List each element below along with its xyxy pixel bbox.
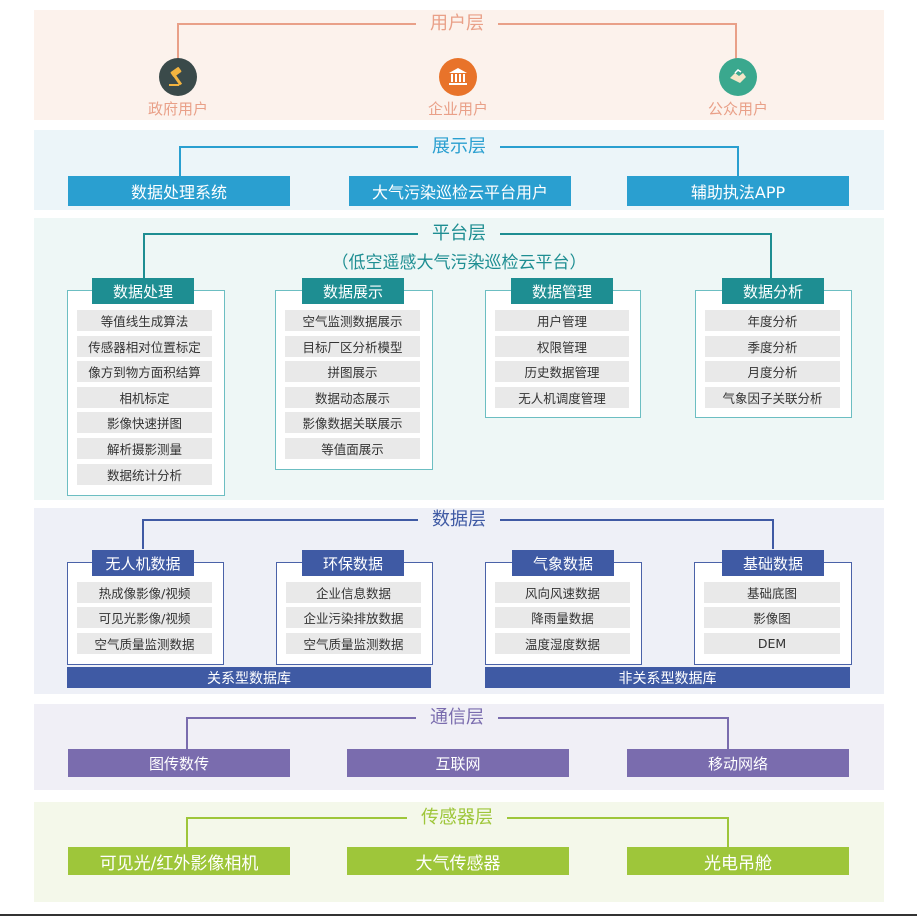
gavel-icon	[159, 58, 197, 96]
relational-db-bar: 关系型数据库	[67, 667, 431, 688]
module-item: 无人机调度管理	[495, 387, 629, 408]
display-item-enforcement-app: 辅助执法APP	[627, 176, 849, 206]
module-item: 像方到物方面积结算	[77, 361, 212, 382]
sensor-item-camera: 可见光/红外影像相机	[68, 847, 290, 875]
user-layer-panel: 用户层 政府用户 企业用户 公众用户	[34, 10, 884, 120]
comm-connector-right	[727, 717, 729, 749]
module-env-data-title: 环保数据	[302, 550, 404, 576]
sensor-layer-title: 传感器层	[407, 806, 507, 830]
module-uav-data-title: 无人机数据	[92, 550, 194, 576]
comm-layer-title: 通信层	[416, 706, 498, 730]
platform-connector-left	[143, 233, 145, 278]
module-data-analysis-title: 数据分析	[722, 278, 824, 304]
module-item: 温度湿度数据	[495, 633, 630, 654]
sensor-item-pod: 光电吊舱	[627, 847, 849, 875]
gov-user-label: 政府用户	[147, 100, 208, 118]
display-item-data-processing: 数据处理系统	[68, 176, 290, 206]
comm-item-mobile: 移动网络	[627, 749, 849, 777]
module-item: 空气监测数据展示	[285, 310, 420, 331]
module-item: 月度分析	[705, 361, 840, 382]
sensor-layer-panel: 传感器层 可见光/红外影像相机 大气传感器 光电吊舱	[34, 802, 884, 902]
display-layer-title: 展示层	[418, 135, 500, 159]
platform-layer-panel: 平台层 （低空遥感大气污染巡检云平台） 数据处理 等值线生成算法 传感器相对位置…	[34, 218, 884, 500]
user-connector-right	[735, 23, 737, 68]
display-connector-left	[179, 146, 181, 176]
data-connector-right	[772, 519, 774, 549]
module-item: 季度分析	[705, 336, 840, 357]
user-connector-left	[177, 23, 179, 68]
module-item: 空气质量监测数据	[286, 633, 421, 654]
module-item: 基础底图	[704, 582, 840, 603]
bank-icon	[439, 58, 477, 96]
module-item: DEM	[704, 633, 840, 654]
module-base-data-title: 基础数据	[722, 550, 824, 576]
public-user-label: 公众用户	[707, 100, 768, 118]
display-layer-panel: 展示层 数据处理系统 大气污染巡检云平台用户 辅助执法APP	[34, 130, 884, 210]
module-item: 降雨量数据	[495, 607, 630, 628]
data-layer-title: 数据层	[418, 508, 500, 532]
platform-connector-right	[770, 233, 772, 278]
module-item: 影像快速拼图	[77, 412, 212, 433]
module-item: 企业污染排放数据	[286, 607, 421, 628]
module-item: 拼图展示	[285, 361, 420, 382]
module-item: 热成像影像/视频	[77, 582, 212, 603]
comm-item-link: 图传数传	[68, 749, 290, 777]
module-item: 年度分析	[705, 310, 840, 331]
module-item: 历史数据管理	[495, 361, 629, 382]
module-item: 相机标定	[77, 387, 212, 408]
module-item: 用户管理	[495, 310, 629, 331]
module-item: 空气质量监测数据	[77, 633, 212, 654]
module-item: 传感器相对位置标定	[77, 336, 212, 357]
module-item: 影像图	[704, 607, 840, 628]
display-connector-right	[737, 146, 739, 176]
module-item: 权限管理	[495, 336, 629, 357]
module-item: 企业信息数据	[286, 582, 421, 603]
module-item: 目标厂区分析模型	[285, 336, 420, 357]
module-item: 影像数据关联展示	[285, 412, 420, 433]
data-layer-panel: 数据层 无人机数据 热成像影像/视频 可见光影像/视频 空气质量监测数据 环保数…	[34, 508, 884, 694]
module-item: 数据动态展示	[285, 387, 420, 408]
module-item: 解析摄影测量	[77, 438, 212, 459]
module-weather-data-title: 气象数据	[512, 550, 614, 576]
comm-connector-left	[186, 717, 188, 749]
platform-layer-title: 平台层	[418, 222, 500, 246]
bottom-rule	[0, 914, 917, 916]
display-item-cloud-platform: 大气污染巡检云平台用户	[349, 176, 571, 206]
sensor-item-air: 大气传感器	[347, 847, 569, 875]
module-item: 等值面展示	[285, 438, 420, 459]
module-item: 等值线生成算法	[77, 310, 212, 331]
module-item: 气象因子关联分析	[705, 387, 840, 408]
comm-layer-panel: 通信层 图传数传 互联网 移动网络	[34, 704, 884, 790]
platform-subtitle: （低空遥感大气污染巡检云平台）	[331, 253, 587, 273]
sensor-connector-right	[727, 817, 729, 847]
comm-item-internet: 互联网	[347, 749, 569, 777]
sensor-connector-left	[186, 817, 188, 847]
module-item: 风向风速数据	[495, 582, 630, 603]
enterprise-user-label: 企业用户	[427, 100, 488, 118]
module-item: 可见光影像/视频	[77, 607, 212, 628]
module-data-processing-title: 数据处理	[92, 278, 194, 304]
module-item: 数据统计分析	[77, 464, 212, 485]
handshake-icon	[719, 58, 757, 96]
module-data-display-title: 数据展示	[302, 278, 404, 304]
module-data-management-title: 数据管理	[511, 278, 613, 304]
nonrelational-db-bar: 非关系型数据库	[485, 667, 850, 688]
data-connector-left	[142, 519, 144, 549]
user-layer-title: 用户层	[416, 12, 498, 36]
